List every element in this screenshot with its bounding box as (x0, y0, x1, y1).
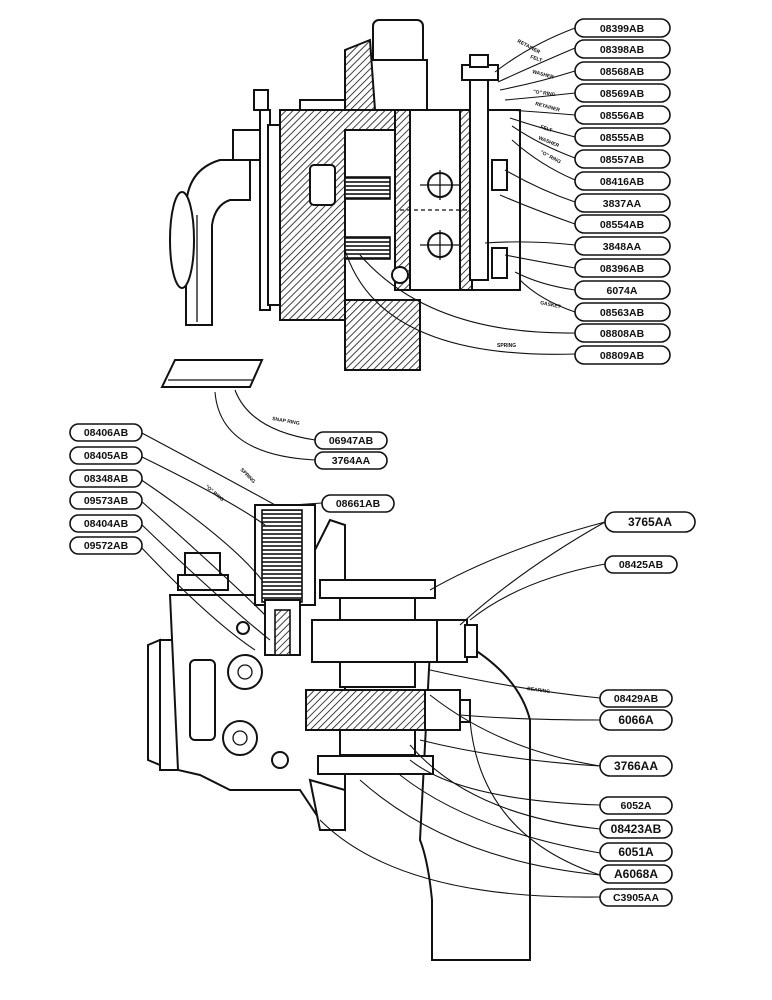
part-label-08554ab: 08554AB (574, 214, 671, 234)
part-label-3765aa: 3765AA (604, 511, 696, 533)
bottom-pump-assembly (147, 504, 531, 961)
part-label-08568ab: 08568AB (574, 61, 671, 81)
top-part-labels: 08399AB 08398AB 08568AB 08569AB 08556AB … (574, 18, 671, 365)
part-label-08563ab: 08563AB (574, 302, 671, 322)
svg-text:08808AB: 08808AB (600, 328, 645, 340)
svg-text:6074A: 6074A (607, 285, 638, 297)
svg-text:09572AB: 09572AB (84, 540, 129, 552)
callout-spring-bottom: SPRING (239, 467, 257, 485)
svg-text:3765AA: 3765AA (628, 515, 672, 529)
snap-ring-labels: 06947AB 3764AA (314, 431, 388, 470)
svg-text:06947AB: 06947AB (329, 435, 374, 447)
svg-text:08569AB: 08569AB (600, 88, 645, 100)
svg-text:6066A: 6066A (618, 713, 654, 727)
part-label-08809ab: 08809AB (574, 345, 671, 365)
svg-text:3766AA: 3766AA (614, 759, 658, 773)
bottom-right-labels: 3765AA 08425AB 08429AB 6066A 3766AA 6052… (599, 511, 696, 907)
svg-text:08556AB: 08556AB (600, 110, 645, 122)
part-label-08557ab: 08557AB (574, 149, 671, 169)
svg-text:08809AB: 08809AB (600, 350, 645, 362)
part-label-08569ab: 08569AB (574, 83, 671, 103)
svg-text:08568AB: 08568AB (600, 66, 645, 78)
part-label-3837aa: 3837AA (574, 193, 671, 213)
part-label-09573ab: 09573AB (69, 491, 143, 510)
part-label-3848aa: 3848AA (574, 236, 671, 256)
svg-text:08557AB: 08557AB (600, 154, 645, 166)
part-label-08405ab: 08405AB (69, 446, 143, 465)
svg-text:08429AB: 08429AB (614, 693, 659, 705)
part-label-08399ab: 08399AB (574, 18, 671, 38)
callout-retainer-1: RETAINER (516, 38, 541, 55)
svg-text:C3905AA: C3905AA (613, 892, 660, 904)
part-label-6051a: 6051A (599, 842, 673, 862)
part-label-08396ab: 08396AB (574, 258, 671, 278)
svg-text:3837AA: 3837AA (603, 198, 642, 210)
snap-ring-part (160, 359, 264, 388)
callout-snap-ring: SNAP RING (272, 416, 300, 427)
svg-text:08405AB: 08405AB (84, 450, 129, 462)
part-label-08425ab: 08425AB (604, 555, 678, 574)
part-label-08808ab: 08808AB (574, 323, 671, 343)
bottom-left-labels: 08406AB 08405AB 08348AB 09573AB 08404AB … (69, 423, 395, 555)
top-pump-cross-section (169, 19, 521, 371)
part-label-08406ab: 08406AB (69, 423, 143, 442)
svg-text:3764AA: 3764AA (332, 455, 371, 467)
part-label-3764aa: 3764AA (314, 451, 388, 470)
svg-text:08555AB: 08555AB (600, 132, 645, 144)
part-label-06947ab: 06947AB (314, 431, 388, 450)
part-label-08423ab: 08423AB (599, 819, 673, 839)
part-label-08416ab: 08416AB (574, 171, 671, 191)
callout-oring-1: "O" RING (533, 89, 556, 98)
svg-text:08423AB: 08423AB (611, 822, 662, 836)
svg-text:08661AB: 08661AB (336, 498, 381, 510)
part-label-08556ab: 08556AB (574, 105, 671, 125)
svg-text:08563AB: 08563AB (600, 307, 645, 319)
svg-text:08406AB: 08406AB (84, 427, 129, 439)
svg-text:08404AB: 08404AB (84, 518, 129, 530)
part-label-08661ab: 08661AB (321, 494, 395, 513)
part-label-a6068a: A6068A (599, 864, 673, 884)
svg-text:6051A: 6051A (618, 845, 654, 859)
part-label-08555ab: 08555AB (574, 127, 671, 147)
part-label-6074a: 6074A (574, 280, 671, 300)
svg-text:3848AA: 3848AA (603, 241, 642, 253)
callout-spring-top: SPRING (497, 343, 516, 349)
svg-text:A6068A: A6068A (614, 867, 658, 881)
callout-felt-1: FELT (529, 54, 542, 64)
part-label-08398ab: 08398AB (574, 39, 671, 59)
svg-text:6052A: 6052A (621, 800, 652, 812)
svg-text:08416AB: 08416AB (600, 176, 645, 188)
leader-lines (139, 27, 606, 898)
callout-oring-bottom: "O" RING (204, 484, 225, 503)
svg-text:08398AB: 08398AB (600, 44, 645, 56)
svg-text:08348AB: 08348AB (84, 473, 129, 485)
part-label-08404ab: 08404AB (69, 514, 143, 533)
svg-text:08399AB: 08399AB (600, 23, 645, 35)
callout-felt-2: FELT (539, 124, 552, 134)
part-label-c3905aa: C3905AA (599, 888, 673, 907)
callout-washer-1: WASHER (531, 69, 554, 81)
part-label-08429ab: 08429AB (599, 689, 673, 708)
part-label-6066a: 6066A (599, 709, 673, 731)
svg-text:08396AB: 08396AB (600, 263, 645, 275)
svg-text:08425AB: 08425AB (619, 559, 664, 571)
part-label-3766aa: 3766AA (599, 755, 673, 777)
part-label-08348ab: 08348AB (69, 469, 143, 488)
part-label-6052a: 6052A (599, 796, 673, 815)
svg-text:08554AB: 08554AB (600, 219, 645, 231)
callout-bearing: BEARING (527, 686, 551, 695)
part-label-09572ab: 09572AB (69, 536, 143, 555)
svg-text:09573AB: 09573AB (84, 495, 129, 507)
callout-gasket: GASKET (540, 300, 562, 310)
